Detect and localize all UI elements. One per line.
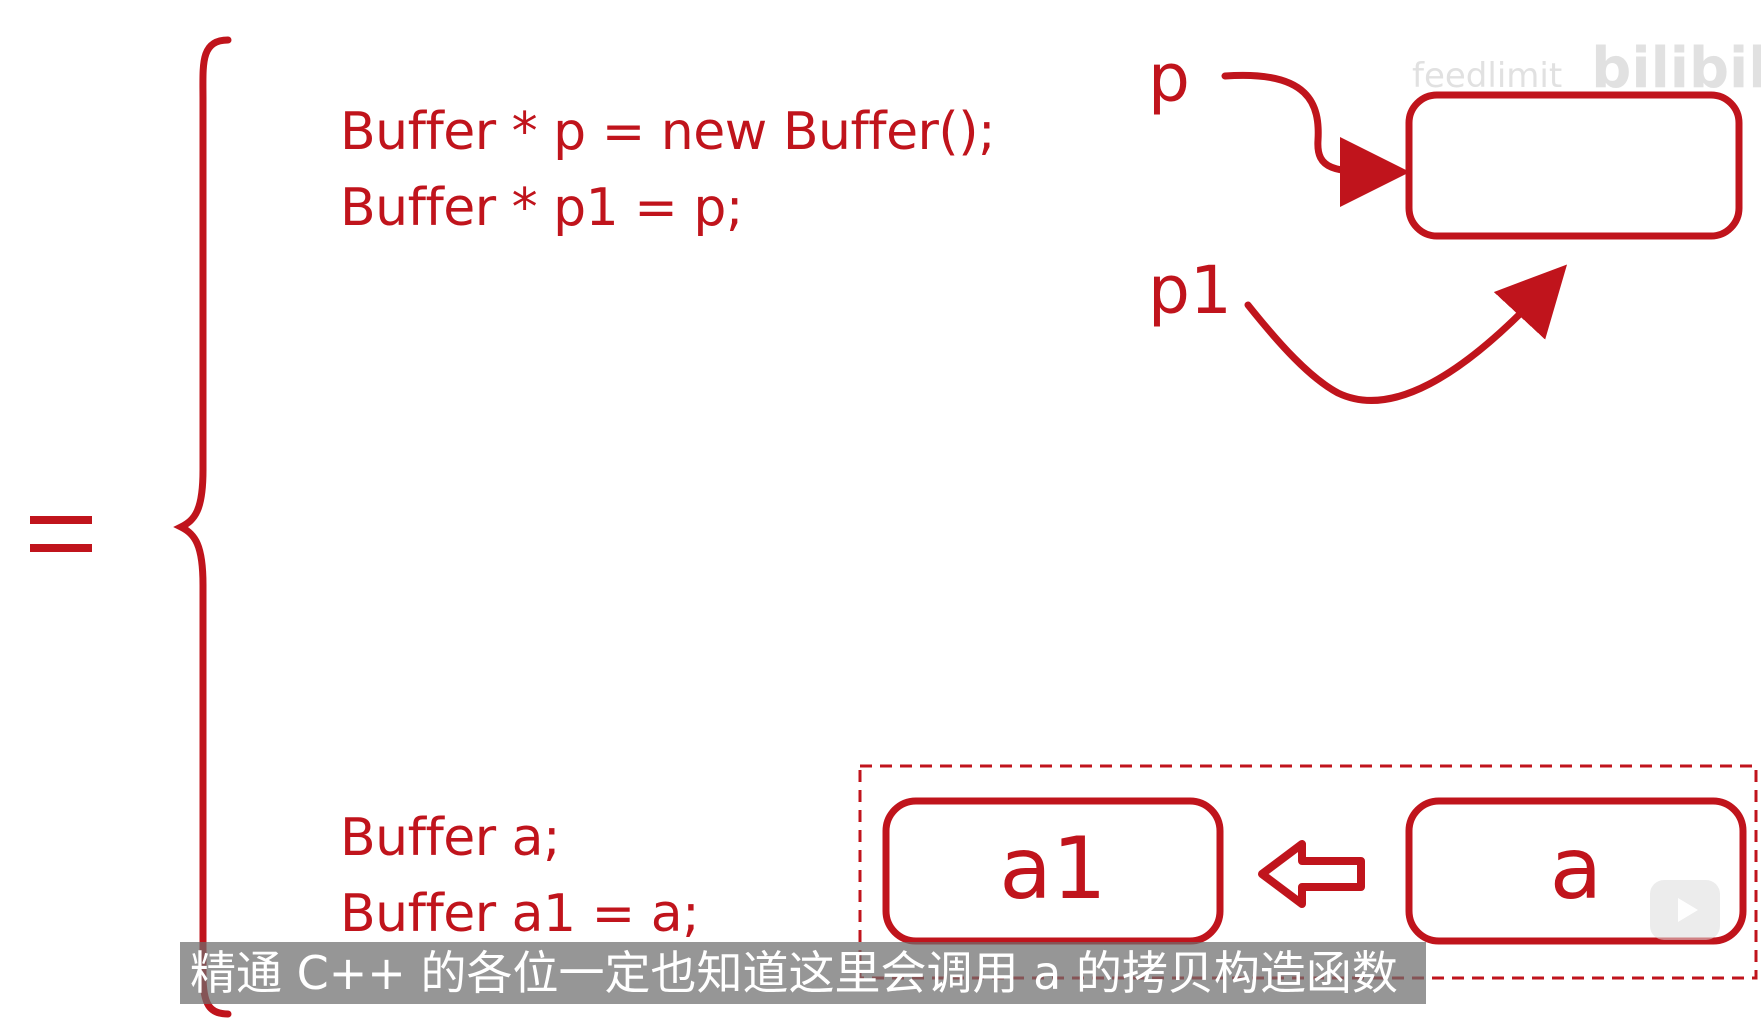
equals-sign: [30, 516, 92, 552]
p-arrow: [1221, 71, 1410, 207]
subtitle-caption: 精通 C++ 的各位一定也知道这里会调用 a 的拷贝构造函数: [180, 942, 1426, 1004]
a1-box-label: a1: [999, 819, 1107, 919]
curly-brace: [173, 36, 232, 1018]
p1-arrow: [1244, 264, 1568, 404]
pointer-target-box: [1405, 91, 1743, 240]
watermark-username: feedlimit: [1412, 56, 1563, 96]
code-object-line-2: Buffer a1 = a;: [340, 884, 700, 944]
pointer-label-p1: p1: [1148, 252, 1232, 329]
pointer-label-p: p: [1148, 40, 1190, 117]
watermark-logo: bilibili: [1591, 36, 1761, 101]
left-arrow-icon: [1258, 840, 1365, 908]
code-pointer-line-1: Buffer * p = new Buffer();: [340, 102, 996, 162]
a-box-label: a: [1549, 819, 1603, 919]
copy-dashed-frame: [858, 764, 1758, 980]
a1-box: [882, 797, 1224, 945]
a-box: [1405, 797, 1747, 945]
code-object-line-1: Buffer a;: [340, 808, 561, 868]
watermark: feedlimit bilibili: [1412, 36, 1761, 101]
play-icon[interactable]: [1650, 880, 1720, 940]
code-pointer-line-2: Buffer * p1 = p;: [340, 178, 743, 238]
